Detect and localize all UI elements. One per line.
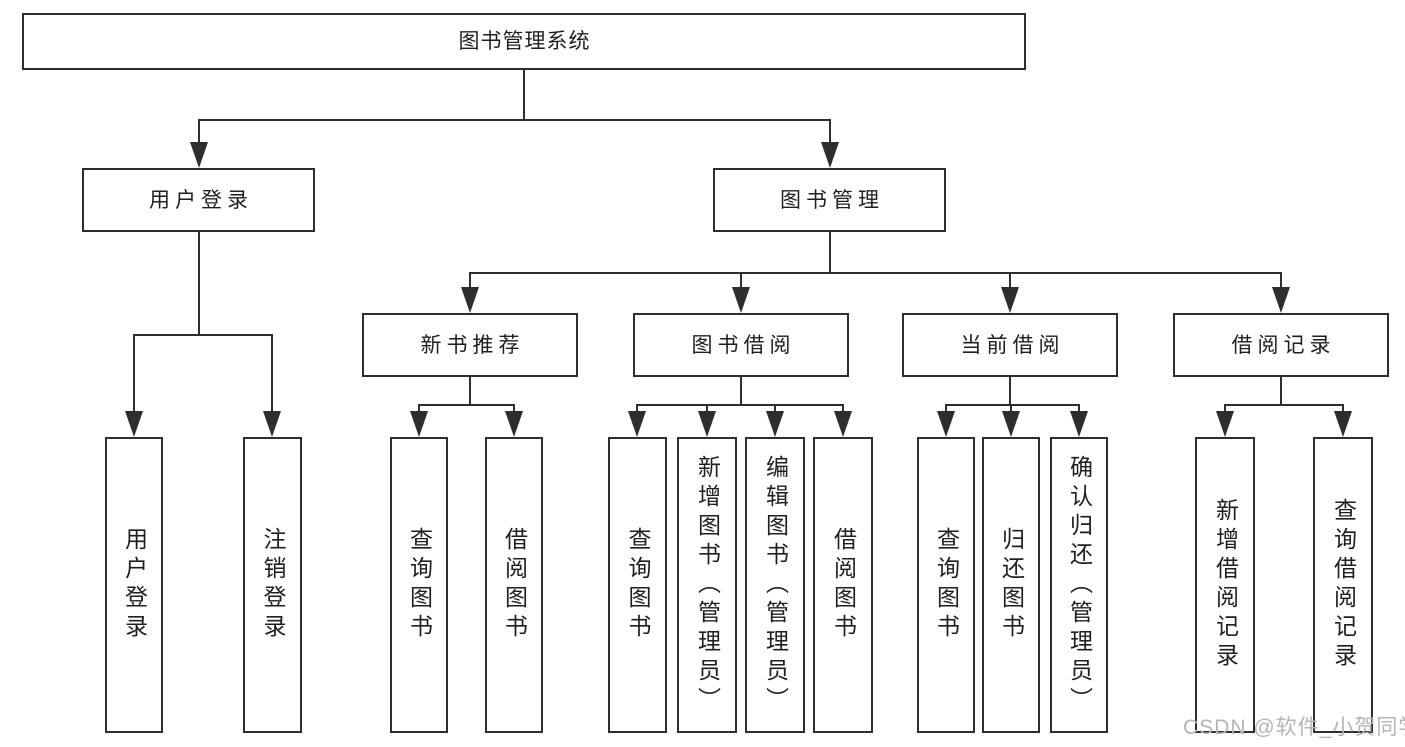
arrowhead-cb-confirm-return bbox=[1070, 411, 1088, 437]
connector-new-book-recommend-leaves bbox=[418, 377, 515, 413]
connector-book-management-to-level3 bbox=[469, 232, 1282, 289]
arrowhead-leaf-user-login bbox=[125, 411, 143, 437]
arrowhead-nbr-query-books bbox=[410, 411, 428, 437]
node-new-book-recommend: 新书推荐 bbox=[362, 313, 578, 377]
arrowhead-br-query-record bbox=[1334, 411, 1352, 437]
leaf-bb-query-books: 查询图书 bbox=[608, 437, 667, 733]
leaf-cb-confirm-return-admin: 确认归还（管理员） bbox=[1050, 437, 1108, 733]
arrowhead-current-borrow bbox=[1001, 287, 1019, 313]
arrowhead-bb-query-books bbox=[628, 411, 646, 437]
connector-book-borrow-leaves bbox=[636, 377, 844, 413]
arrowhead-book-management bbox=[821, 142, 839, 168]
node-user-login: 用户登录 bbox=[82, 168, 315, 232]
watermark: CSDN @软件_小贺同学 bbox=[1183, 716, 1405, 739]
arrowhead-user-login bbox=[190, 142, 208, 168]
node-current-borrow: 当前借阅 bbox=[902, 313, 1118, 377]
connector-borrow-records-leaves bbox=[1224, 377, 1344, 413]
leaf-nbr-query-books: 查询图书 bbox=[390, 437, 448, 733]
arrowhead-bb-borrow-books bbox=[834, 411, 852, 437]
leaf-bb-borrow-books: 借阅图书 bbox=[813, 437, 873, 733]
leaf-cb-return-books: 归还图书 bbox=[982, 437, 1040, 733]
connector-root-to-level2 bbox=[198, 70, 831, 144]
arrowhead-br-add-record bbox=[1216, 411, 1234, 437]
node-root-system: 图书管理系统 bbox=[22, 13, 1026, 70]
node-borrow-records: 借阅记录 bbox=[1173, 313, 1389, 377]
leaf-cb-query-books: 查询图书 bbox=[917, 437, 975, 733]
arrowhead-nbr-borrow-books bbox=[505, 411, 523, 437]
leaf-bb-add-book-admin: 新增图书（管理员） bbox=[677, 437, 737, 733]
arrowhead-borrow-records bbox=[1272, 287, 1290, 313]
arrowhead-book-borrow bbox=[732, 287, 750, 313]
leaf-nbr-borrow-books: 借阅图书 bbox=[485, 437, 543, 733]
arrowhead-cb-query-books bbox=[937, 411, 955, 437]
leaf-logout: 注销登录 bbox=[243, 437, 302, 733]
node-book-management: 图书管理 bbox=[713, 168, 946, 232]
connector-current-borrow-leaves bbox=[945, 377, 1080, 413]
arrowhead-cb-return-books bbox=[1002, 411, 1020, 437]
arrowhead-bb-add-book bbox=[698, 411, 716, 437]
leaf-br-query-record: 查询借阅记录 bbox=[1313, 437, 1373, 733]
leaf-bb-edit-book-admin: 编辑图书（管理员） bbox=[745, 437, 805, 733]
leaf-br-add-record: 新增借阅记录 bbox=[1195, 437, 1255, 733]
connector-user-login-to-leaves bbox=[133, 232, 273, 413]
leaf-user-login: 用户登录 bbox=[105, 437, 163, 733]
node-book-borrow: 图书借阅 bbox=[633, 313, 849, 377]
arrowhead-bb-edit-book bbox=[766, 411, 784, 437]
arrowhead-new-book-recommend bbox=[461, 287, 479, 313]
arrowhead-leaf-logout bbox=[263, 411, 281, 437]
